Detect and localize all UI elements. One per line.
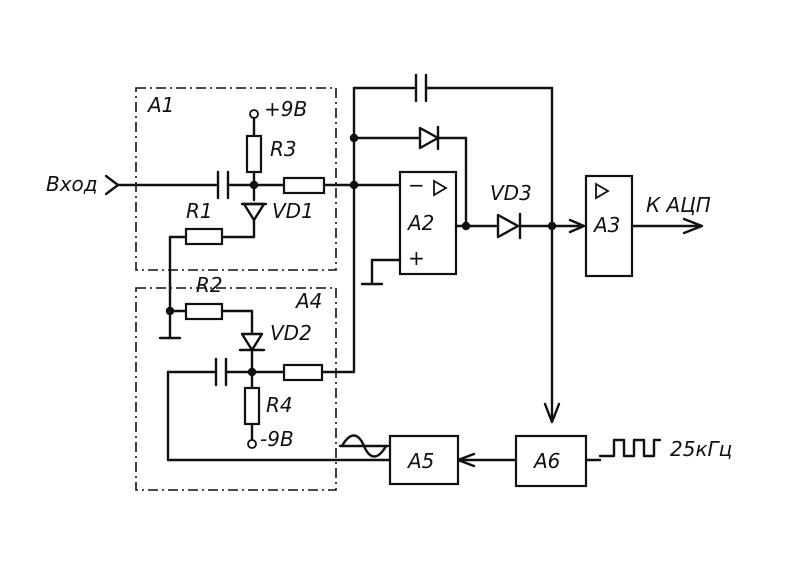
opamp-a2-triangle bbox=[433, 179, 448, 197]
arrow-output bbox=[682, 217, 704, 235]
resistor-r3 bbox=[245, 134, 263, 174]
capacitor-feedback bbox=[414, 73, 428, 103]
module-a1-boundary bbox=[135, 87, 337, 271]
arrow-into-a3 bbox=[568, 218, 586, 234]
terminal-minus-9v bbox=[247, 439, 257, 449]
arrow-into-a6 bbox=[543, 402, 561, 424]
block-a3-label: A3 bbox=[592, 213, 620, 237]
vd3-label: VD3 bbox=[490, 181, 532, 205]
block-a5-label: A5 bbox=[406, 449, 434, 473]
block-a5 bbox=[388, 434, 460, 486]
output-label: К АЦП bbox=[646, 193, 711, 217]
vd1-label: VD1 bbox=[272, 199, 314, 223]
vd2-label: VD2 bbox=[270, 321, 312, 345]
resistor-r1 bbox=[184, 227, 224, 246]
resistor-r4 bbox=[243, 386, 261, 426]
plus-supply-label: +9В bbox=[264, 97, 307, 121]
r1-label: R1 bbox=[186, 199, 213, 223]
resistor-a1-series bbox=[282, 176, 326, 195]
minus-supply-label: -9В bbox=[260, 427, 294, 451]
r2-label: R2 bbox=[196, 273, 223, 297]
diode-vd3 bbox=[496, 212, 522, 240]
r4-label: R4 bbox=[266, 393, 293, 417]
block-a3-triangle bbox=[595, 182, 610, 200]
opamp-plus: + bbox=[408, 246, 425, 270]
diode-vd2 bbox=[238, 332, 266, 352]
diode-vd1 bbox=[240, 202, 268, 222]
opamp-a2 bbox=[398, 170, 458, 276]
input-label: Вход bbox=[46, 172, 98, 196]
capacitor-input bbox=[216, 170, 230, 200]
input-arrow bbox=[104, 174, 120, 196]
opamp-a2-label: A2 bbox=[406, 211, 434, 235]
module-a1-label: A1 bbox=[146, 93, 174, 117]
block-a6-label: A6 bbox=[532, 449, 560, 473]
module-a4-boundary bbox=[135, 287, 337, 491]
r3-label: R3 bbox=[270, 137, 297, 161]
node-a1 bbox=[249, 180, 259, 190]
opamp-minus: − bbox=[408, 173, 425, 197]
node-a2-out bbox=[461, 221, 471, 231]
square-wave-icon bbox=[598, 438, 662, 458]
resistor-a4-series bbox=[282, 363, 324, 382]
capacitor-a4 bbox=[214, 357, 228, 387]
module-a4-label: A4 bbox=[294, 289, 322, 313]
node-output bbox=[547, 221, 557, 231]
diode-feedback bbox=[418, 125, 440, 151]
resistor-r2 bbox=[184, 302, 224, 321]
frequency-label: 25кГц bbox=[670, 437, 732, 461]
